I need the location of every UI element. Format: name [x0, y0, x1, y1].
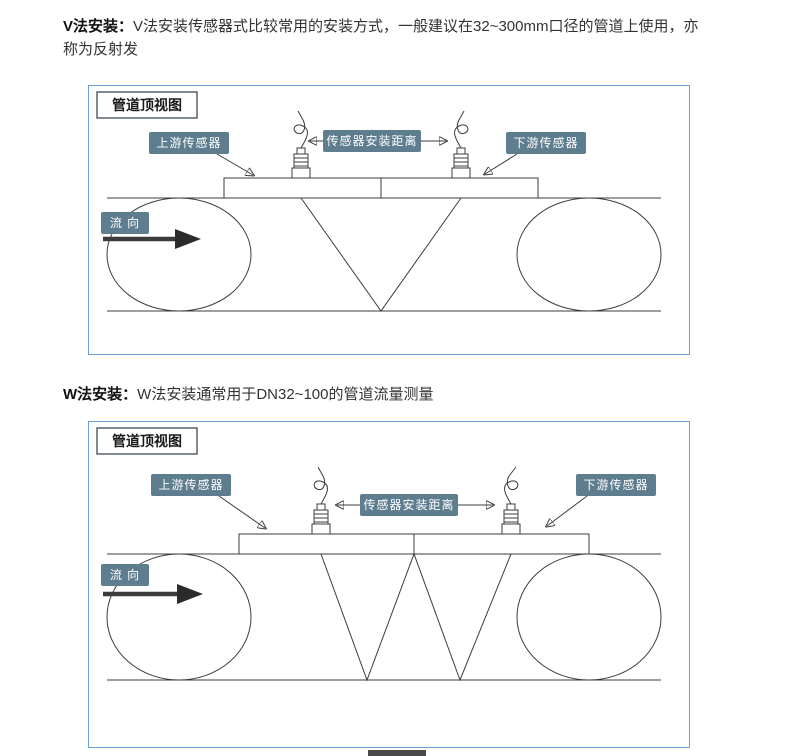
- v-sound-path: [300, 197, 462, 312]
- w-method-heading: W法安装：W法安装通常用于DN32~100的管道流量测量: [63, 383, 711, 406]
- downstream-sensor-label: 下游传感器: [485, 132, 586, 174]
- w-sound-path: [320, 552, 512, 682]
- mounting-rail: [223, 177, 539, 199]
- downstream-sensor: [451, 110, 471, 179]
- w-method-heading-text: W法安装通常用于DN32~100的管道流量测量: [137, 386, 434, 403]
- upstream-sensor-label: 上游传感器: [149, 132, 253, 175]
- diagram-title-text: 管道顶视图: [112, 433, 182, 449]
- pipe: [106, 197, 662, 312]
- upstream-sensor-label-text: 上游传感器: [158, 477, 223, 492]
- downstream-sensor-label-text: 下游传感器: [513, 135, 578, 150]
- v-method-heading: V法安装：V法安装传感器式比较常用的安装方式，一般建议在32~300mm口径的管…: [63, 15, 711, 61]
- downstream-sensor: [501, 466, 521, 535]
- flow-direction: 流 向: [101, 564, 203, 604]
- sensor-cable: [504, 466, 519, 505]
- flow-direction: 流 向: [101, 212, 201, 249]
- flow-arrow-head: [177, 584, 203, 604]
- downstream-sensor-label: 下游传感器: [547, 474, 656, 526]
- v-method-heading-text: V法安装传感器式比较常用的安装方式，一般建议在32~300mm口径的管道上使用，…: [63, 18, 699, 58]
- partial-bottom-element: [368, 750, 426, 756]
- diagram-title: 管道顶视图: [96, 427, 198, 455]
- v-method-drawing: 管道顶视图 上游传感器 传感器安装距离: [96, 91, 662, 312]
- flow-direction-label-text: 流 向: [110, 215, 140, 230]
- v-method-diagram: 管道顶视图 上游传感器 传感器安装距离: [88, 85, 690, 355]
- upstream-sensor-label: 上游传感器: [151, 474, 265, 528]
- install-distance-label-text: 传感器安装距离: [363, 497, 454, 512]
- install-distance-label: 传感器安装距离: [337, 494, 493, 516]
- pipe: [106, 553, 662, 681]
- downstream-sensor-label-text: 下游传感器: [583, 477, 648, 492]
- w-method-section: W法安装：W法安装通常用于DN32~100的管道流量测量: [63, 383, 790, 748]
- flow-arrow-head: [175, 229, 201, 249]
- flow-direction-label-text: 流 向: [110, 567, 140, 582]
- upstream-sensor: [311, 466, 331, 535]
- w-method-heading-bold: W法安装：: [63, 386, 138, 403]
- diagram-title: 管道顶视图: [96, 91, 198, 119]
- v-method-heading-bold: V法安装：: [63, 18, 134, 35]
- w-method-diagram: 管道顶视图 上游传感器 传感器安装距离: [88, 421, 690, 748]
- upstream-sensor-label-text: 上游传感器: [156, 135, 221, 150]
- sensor-cable: [313, 466, 328, 505]
- install-distance-label-text: 传感器安装距离: [326, 133, 417, 148]
- diagram-title-text: 管道顶视图: [112, 97, 182, 113]
- sensor-cable: [293, 110, 308, 149]
- install-distance-label: 传感器安装距离: [310, 130, 446, 152]
- w-method-drawing: 管道顶视图 上游传感器 传感器安装距离: [96, 427, 662, 682]
- mounting-rail: [238, 533, 590, 555]
- v-method-section: V法安装：V法安装传感器式比较常用的安装方式，一般建议在32~300mm口径的管…: [63, 15, 790, 355]
- sensor-cable: [454, 110, 469, 149]
- upstream-sensor: [291, 110, 311, 179]
